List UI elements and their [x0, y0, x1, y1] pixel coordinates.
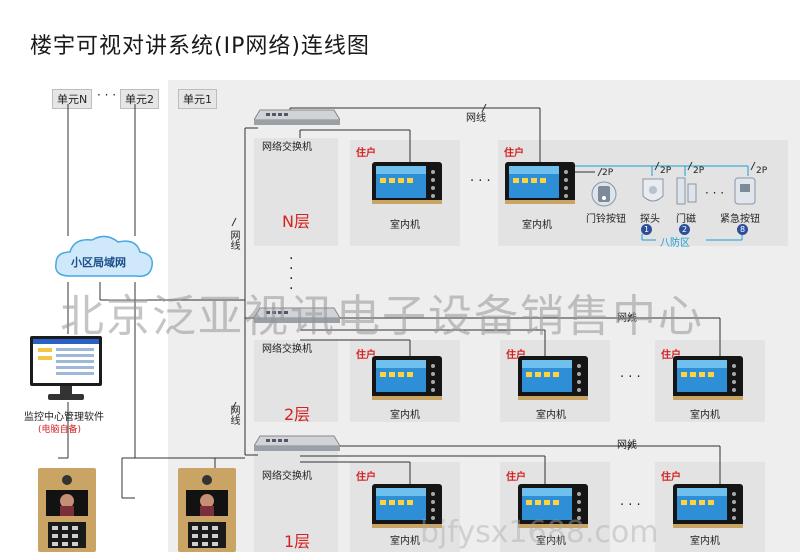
zone-number-badge: 2	[679, 224, 690, 235]
floor-1-panel	[254, 450, 338, 552]
door-magnet-icon	[676, 177, 697, 205]
outdoor-door-panel-icon	[38, 468, 96, 552]
resident-tag: 住户	[661, 472, 681, 483]
unit-2-tag: 单元2	[120, 89, 159, 109]
floor-n-label: N层	[282, 212, 310, 231]
switch-label-1: 网络交换机	[262, 471, 312, 482]
resident-tag: 住户	[506, 350, 526, 361]
unit-ellipsis: · · ·	[97, 88, 117, 102]
resident-tag: 住户	[356, 472, 376, 483]
two-p-label: 2P	[756, 166, 768, 176]
resident-tag: 住户	[506, 472, 526, 483]
resident-tag: 住户	[356, 148, 376, 159]
two-p-label: 2P	[660, 166, 672, 176]
magnet-label: 门磁	[676, 214, 696, 225]
monitor-note: (电脑自备)	[38, 425, 82, 435]
unit-n-tag: 单元N	[52, 89, 93, 109]
lan-label: 小区局域网	[71, 256, 126, 269]
emergency-label: 紧急按钮	[720, 214, 760, 225]
network-switch-icon	[254, 307, 340, 323]
sensor-ellipsis: · · ·	[705, 186, 725, 200]
wire-label-vertical-lower: 网线	[228, 405, 239, 425]
watermark-text: 北京泛亚视讯电子设备销售中心	[60, 291, 704, 342]
indoor-unit-label: 室内机	[390, 410, 420, 421]
indoor-monitor-icon	[673, 484, 743, 528]
indoor-unit-label: 室内机	[390, 220, 420, 231]
two-p-label: 2P	[693, 166, 705, 176]
indoor-monitor-icon	[505, 162, 575, 204]
floor-gap-dots: · · · ·	[289, 251, 294, 297]
wire-label-vertical-upper: 网线	[228, 230, 239, 250]
indoor-monitor-icon	[673, 356, 743, 400]
monitor-computer-icon	[30, 336, 102, 400]
resident-tag: 住户	[504, 148, 524, 159]
indoor-monitor-icon	[372, 162, 442, 204]
indoor-monitor-icon	[518, 356, 588, 400]
probe-sensor-icon	[642, 178, 664, 202]
two-p-label: 2P	[602, 168, 614, 178]
outdoor-door-panel-icon	[178, 468, 236, 552]
indoor-unit-label: 室内机	[690, 410, 720, 421]
indoor-unit-label: 室内机	[536, 536, 566, 547]
network-switch-icon	[254, 109, 340, 125]
emergency-button-icon	[734, 177, 756, 205]
doorbell-label: 门铃按钮	[586, 214, 626, 225]
zone-number-badge: 1	[641, 224, 652, 235]
floor-n-panel	[254, 138, 338, 246]
wire-label-floor-1: 网线	[617, 440, 637, 451]
probe-label: 探头	[640, 214, 660, 225]
indoor-unit-label: 室内机	[390, 536, 420, 547]
unit-1-tag: 单元1	[178, 89, 217, 109]
floor-2-label: 2层	[284, 405, 311, 424]
indoor-monitor-icon	[372, 484, 442, 528]
page-title: 楼宇可视对讲系统(IP网络)连线图	[30, 34, 370, 59]
network-switch-icon	[254, 435, 340, 451]
eight-zone-label: 八防区	[660, 238, 690, 249]
watermark-url: bjfysx1688.com	[420, 515, 659, 550]
row-ellipsis: · · ·	[470, 174, 491, 189]
indoor-unit-label: 室内机	[522, 220, 552, 231]
monitor-label: 监控中心管理软件	[24, 412, 104, 423]
switch-label-n: 网络交换机	[262, 142, 312, 153]
wire-label-floor-2: 网线	[617, 313, 637, 324]
switch-label-2: 网络交换机	[262, 344, 312, 355]
wire-label-top: 网线	[466, 113, 486, 124]
indoor-unit-label: 室内机	[536, 410, 566, 421]
zone-number-badge: 8	[737, 224, 748, 235]
floor-2-panel	[254, 340, 338, 422]
resident-tag: 住户	[356, 350, 376, 361]
row-ellipsis: · · ·	[620, 498, 641, 513]
resident-tag: 住户	[661, 350, 681, 361]
row-ellipsis: · · ·	[620, 370, 641, 385]
indoor-monitor-icon	[518, 484, 588, 528]
indoor-unit-label: 室内机	[690, 536, 720, 547]
indoor-monitor-icon	[372, 356, 442, 400]
lan-cloud-icon	[55, 235, 153, 278]
doorbell-button-icon	[591, 181, 617, 207]
floor-1-label: 1层	[284, 532, 311, 551]
